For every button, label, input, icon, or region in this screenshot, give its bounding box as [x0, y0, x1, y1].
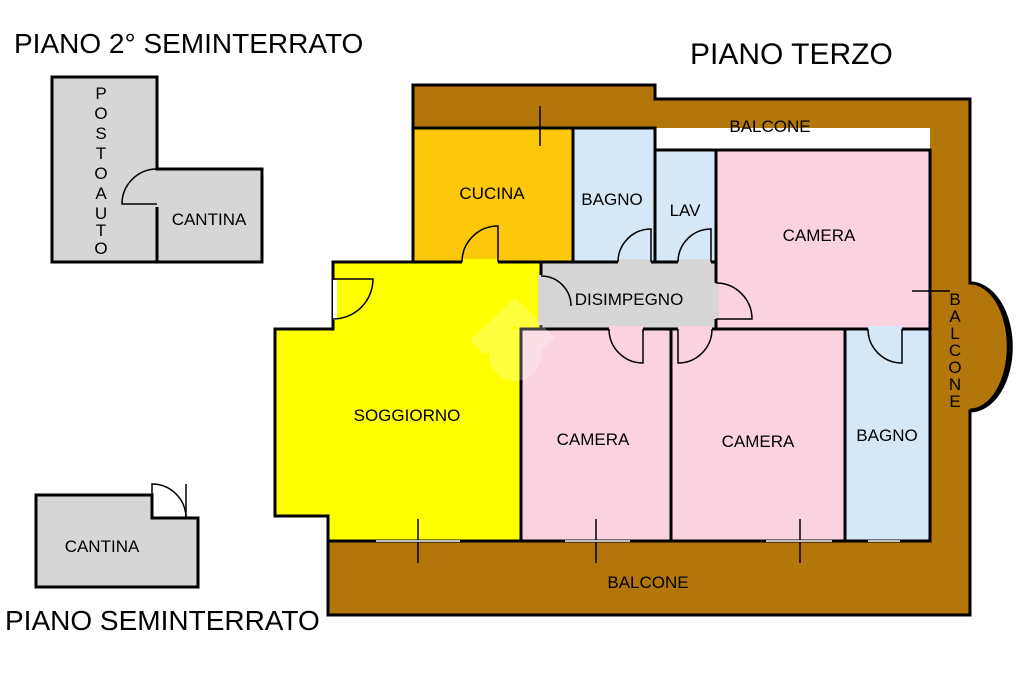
posto-auto-letter: O	[94, 164, 107, 183]
posto-auto-letter: S	[95, 124, 106, 143]
bagno-label-2: BAGNO	[856, 426, 917, 445]
posto-auto-door	[121, 168, 158, 205]
third-floor-plan: BALCONE BALCONE B A L C O N E CUCINA BAG…	[273, 83, 1013, 617]
camera-room-1	[714, 148, 932, 331]
soggiorno-room	[273, 260, 543, 543]
upper-basement-plan: P O S T O A U T O CANTINA	[50, 75, 264, 264]
balcone-right-letter: N	[949, 375, 961, 394]
balcone-right-label: B A L C O N E	[948, 290, 961, 411]
basement-plan: CANTINA	[34, 483, 200, 589]
balcone-top-label: BALCONE	[729, 117, 810, 136]
cucina-room	[411, 126, 575, 264]
third-floor-title: PIANO TERZO	[690, 38, 893, 71]
balcone-right-letter: O	[948, 358, 961, 377]
soggiorno-label: SOGGIORNO	[354, 406, 461, 425]
camera-label-3: CAMERA	[722, 432, 795, 451]
camera-room-2	[519, 327, 673, 543]
upper-basement-title: PIANO 2° SEMINTERRATO	[14, 28, 363, 59]
balcone-right-letter: C	[949, 341, 961, 360]
cantina-upper-label: CANTINA	[172, 210, 247, 229]
lav-label: LAV	[670, 201, 702, 220]
posto-auto-letter: O	[94, 104, 107, 123]
posto-auto-label: P O S T O A U T O	[94, 84, 107, 258]
posto-auto-letter: U	[95, 204, 107, 223]
posto-auto-letter: P	[95, 84, 106, 103]
posto-auto-letter: A	[95, 184, 107, 203]
camera-label-1: CAMERA	[783, 226, 856, 245]
posto-auto-letter: T	[96, 221, 106, 240]
lav-room	[653, 148, 718, 264]
window-marks	[376, 106, 950, 563]
balcone-right-letter: B	[949, 290, 960, 309]
doors	[332, 225, 903, 364]
balcone-right-letter: A	[949, 307, 961, 326]
cantina-lower-door	[151, 483, 187, 519]
posto-auto-letter: O	[94, 239, 107, 258]
cucina-label: CUCINA	[459, 184, 525, 203]
bagno-label-1: BAGNO	[581, 190, 642, 209]
posto-auto-letter: T	[96, 144, 106, 163]
watermark-logo	[470, 298, 555, 381]
balcone-right-letter: L	[950, 324, 959, 343]
balcone-right-letter: E	[949, 392, 960, 411]
disimpegno-label: DISIMPEGNO	[575, 290, 684, 309]
cantina-lower-label: CANTINA	[65, 537, 140, 556]
basement-title: PIANO SEMINTERRATO	[5, 605, 320, 636]
balcone-bay	[969, 281, 1010, 412]
camera-label-2: CAMERA	[557, 430, 630, 449]
balcone-bottom-label: BALCONE	[607, 573, 688, 592]
